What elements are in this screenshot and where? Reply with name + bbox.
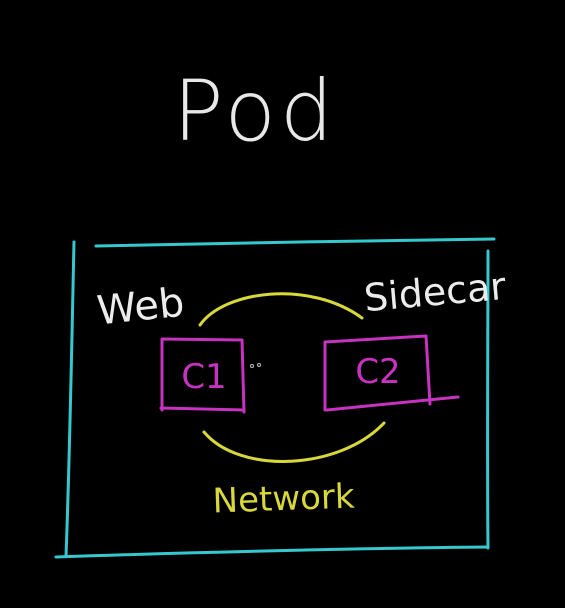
container-c2 <box>323 334 460 412</box>
network-label: Network <box>212 477 356 522</box>
diagram-title: Pod <box>173 62 337 160</box>
container-c1-label: C1 <box>181 357 226 397</box>
container-sidecar-name: Sidecar <box>362 264 508 320</box>
container-c1 <box>159 337 246 414</box>
container-web-name: Web <box>95 280 187 335</box>
network-arc-bottom <box>202 421 386 463</box>
network-links <box>198 292 386 463</box>
network-arc-top <box>198 292 364 327</box>
cursor-dots <box>250 363 261 368</box>
pod-boundary <box>54 237 496 559</box>
container-c2-label: C2 <box>355 352 400 392</box>
